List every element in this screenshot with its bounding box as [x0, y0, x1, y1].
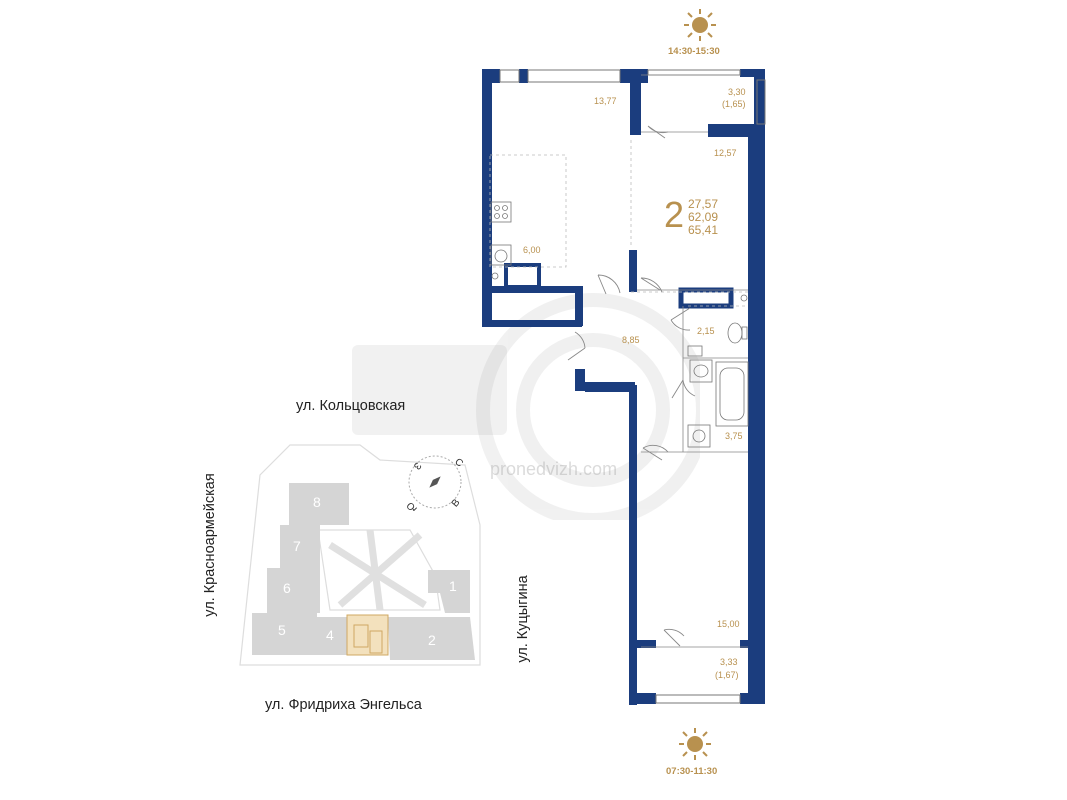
svg-text:pronedvizh.com: pronedvizh.com	[490, 459, 617, 479]
street-south: ул. Фридриха Энгельса	[265, 697, 422, 713]
watermark-logo: pronedvizh.com	[352, 293, 700, 520]
compass: С В Ю З	[405, 453, 465, 514]
building-label-5: 5	[278, 622, 286, 638]
area-balcony-bottom-reduced: (1,67)	[715, 670, 739, 680]
area-balcony-bottom: 3,33	[720, 657, 738, 667]
sun-time-bottom: 07:30-11:30	[666, 766, 718, 777]
building-5	[252, 613, 317, 655]
street-north: ул. Кольцовская	[296, 398, 406, 414]
building-label-4: 4	[326, 627, 334, 643]
area-kitchen: 6,00	[523, 245, 541, 255]
building-2	[388, 617, 475, 660]
windows	[499, 69, 766, 704]
building-8	[289, 483, 349, 525]
building-label-7: 7	[293, 538, 301, 554]
bathroom-fixtures	[687, 294, 749, 448]
area-room-bottom: 15,00	[717, 619, 740, 629]
room-count: 2	[664, 194, 685, 235]
area-room-right: 12,57	[714, 148, 737, 158]
area-toilet: 2,15	[697, 326, 715, 336]
compass-north: С	[452, 457, 464, 470]
building-label-2: 2	[428, 632, 436, 648]
compass-east: В	[450, 497, 463, 509]
total-area-with-balconies: 65,41	[688, 223, 719, 237]
compass-south: Ю	[406, 499, 420, 511]
building-label-8: 8	[313, 494, 321, 510]
sun-icon-top	[683, 8, 717, 42]
building-6	[267, 568, 320, 613]
building-highlight	[346, 614, 389, 656]
area-balcony-top: 3,30	[728, 87, 746, 97]
area-balcony-top-reduced: (1,65)	[722, 99, 746, 109]
doors	[567, 125, 696, 647]
building-7	[280, 525, 320, 568]
living-area: 27,57	[688, 197, 719, 211]
building-label-6: 6	[283, 580, 291, 596]
building-1	[428, 570, 470, 613]
street-west: ул. Красноармейская	[202, 473, 218, 617]
compass-west: З	[411, 460, 423, 472]
site-plan: 8 7 6 5 4 1 2	[239, 444, 481, 666]
sun-icon-bottom	[678, 727, 712, 761]
building-4	[317, 617, 347, 655]
street-east: ул. Куцыгина	[515, 575, 531, 663]
apartment-areas: 27,57 62,09 65,41	[688, 198, 718, 237]
site-buildings	[252, 483, 475, 660]
area-bathroom: 3,75	[725, 431, 743, 441]
walls	[482, 69, 765, 705]
building-label-1: 1	[449, 578, 457, 594]
area-hall: 8,85	[622, 335, 640, 345]
sun-time-top: 14:30-15:30	[668, 46, 720, 57]
kitchen-fixtures	[490, 201, 512, 280]
area-room-top: 13,77	[594, 96, 617, 106]
total-area: 62,09	[688, 210, 719, 224]
